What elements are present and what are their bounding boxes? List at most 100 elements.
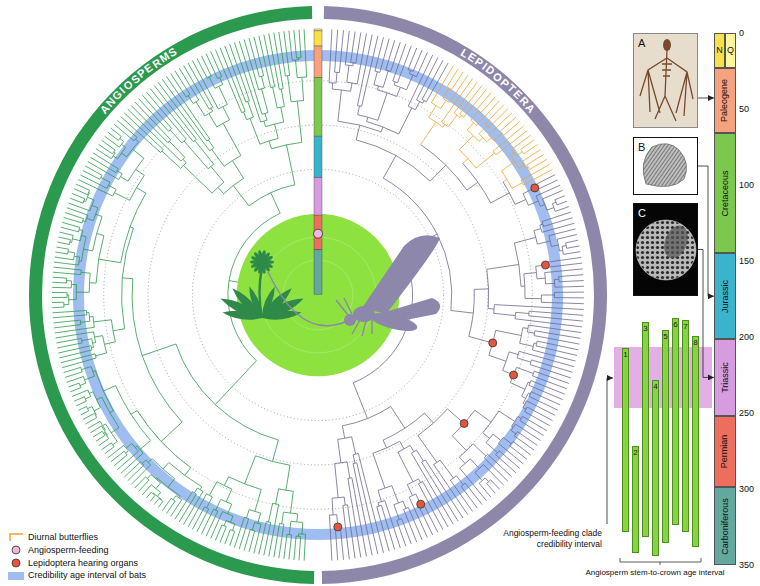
radial-timescale xyxy=(314,136,322,178)
flower-centre xyxy=(258,258,266,266)
radial-timescale xyxy=(314,215,322,250)
axis-tick-label: 0 xyxy=(739,27,744,39)
period-box: Cretaceous xyxy=(714,133,736,253)
graphic xyxy=(640,50,693,121)
panel-letter: C xyxy=(638,208,646,219)
axis-tick-label: 50 xyxy=(739,103,749,115)
period-box: Jurassic xyxy=(714,253,736,339)
axis-tick-label: 350 xyxy=(739,559,754,571)
stalk xyxy=(260,268,263,318)
interval-bar: 5 xyxy=(662,330,669,543)
legend-sample xyxy=(8,545,24,555)
legend-text: Lepidoptera hearing organs xyxy=(28,559,138,568)
callout-number: 5 xyxy=(663,333,667,341)
figure-panel: A xyxy=(633,33,698,128)
leaf xyxy=(262,303,288,318)
callout-number: 4 xyxy=(653,383,657,391)
axis-tick-label: 200 xyxy=(739,331,754,343)
angiosperm-feeding-dot xyxy=(314,229,323,238)
phylogeny-branches xyxy=(52,29,584,560)
radial-timescale xyxy=(314,250,322,294)
period-box: Q xyxy=(725,33,736,68)
legend-text: Angiosperm-feeding xyxy=(28,546,109,555)
time-gridline xyxy=(192,169,443,420)
tree-branches xyxy=(421,66,553,188)
hearing-organ-dot xyxy=(417,500,425,508)
legend-dot xyxy=(12,546,20,554)
interval-bar: 4 xyxy=(652,380,659,556)
band-title: ANGIOSPERMS xyxy=(96,43,183,119)
legend-text: Credibility age interval of bats xyxy=(28,571,146,580)
callout-number: 6 xyxy=(673,321,677,329)
axis-tick-label: 100 xyxy=(739,179,754,191)
hearing-organ-dot xyxy=(531,184,539,192)
period-box: Permian xyxy=(714,416,736,487)
period-name: Permian xyxy=(721,435,730,469)
legend-sample xyxy=(8,532,24,542)
figure-panel: C xyxy=(633,203,698,296)
interval-bar: 2 xyxy=(632,446,639,553)
callout-number: 2 xyxy=(633,449,637,457)
radial-timescale xyxy=(314,31,322,46)
tree-figure xyxy=(29,6,607,584)
legend-swatch xyxy=(8,572,24,580)
period-box: N xyxy=(714,33,725,68)
axis-tick-label: 150 xyxy=(739,255,754,267)
leaf xyxy=(236,303,262,318)
pollen-photo-c xyxy=(633,203,698,296)
graphic xyxy=(663,39,671,51)
radial-timescale xyxy=(314,29,322,31)
hearing-organ-dot xyxy=(510,371,518,379)
period-name: N xyxy=(716,46,723,55)
connector-arrow xyxy=(698,166,714,296)
interval-bar: 8 xyxy=(692,336,699,547)
graphic xyxy=(633,33,698,128)
interval-bar: 7 xyxy=(682,320,689,532)
period-name: Cretaceous xyxy=(721,170,730,216)
period-box: Carboniferous xyxy=(714,487,736,565)
hearing-organ-dot xyxy=(489,339,497,347)
graphic xyxy=(643,144,686,187)
graphic xyxy=(660,222,692,261)
bracket xyxy=(620,558,701,565)
legend-text: Diurnal butterflies xyxy=(28,533,98,542)
band-title: LEPIDOPTERA xyxy=(455,44,539,117)
legend-line xyxy=(10,534,23,541)
tree-branches xyxy=(52,29,307,560)
radial-timescale xyxy=(314,78,322,136)
axis-tick-label: 250 xyxy=(739,407,754,419)
period-name: Carboniferous xyxy=(721,498,730,555)
angiosperm-band xyxy=(29,6,314,584)
legend-row: Lepidoptera hearing organs xyxy=(8,558,138,568)
period-name: Jurassic xyxy=(721,280,730,313)
callout-number: 1 xyxy=(623,351,627,359)
legend-dot xyxy=(12,559,20,567)
panel-letter: B xyxy=(638,142,645,153)
disc-gridline xyxy=(260,237,376,353)
interval-bar: 1 xyxy=(622,348,629,532)
period-box: Paleogene xyxy=(714,68,736,133)
connector-arrow xyxy=(698,250,714,378)
annotation-label: Angiosperm-feeding clade credibility int… xyxy=(487,528,602,550)
interval-bar: 6 xyxy=(672,318,679,525)
moth-part xyxy=(344,314,356,326)
time-gridline xyxy=(104,81,533,510)
time-gridline xyxy=(148,125,488,465)
interval-bar: 3 xyxy=(642,322,649,537)
hearing-organ-dot xyxy=(460,420,468,428)
legend-row: Angiosperm-feeding xyxy=(8,545,109,555)
moth-silhouette xyxy=(268,235,440,336)
callout-number: 7 xyxy=(683,323,687,331)
bat-interval-band xyxy=(73,50,563,540)
legend-row: Credibility age interval of bats xyxy=(8,571,146,580)
moth-part xyxy=(353,306,375,322)
annotation-label: Angiosperm stem-to-crown age interval xyxy=(575,567,735,578)
leader-line xyxy=(607,378,613,524)
panel-letter: A xyxy=(638,38,645,49)
fossil-scale-b xyxy=(633,137,698,195)
hearing-organ-dot xyxy=(334,523,342,531)
fossil-photo-a xyxy=(633,33,698,128)
legend-row: Diurnal butterflies xyxy=(8,532,98,542)
